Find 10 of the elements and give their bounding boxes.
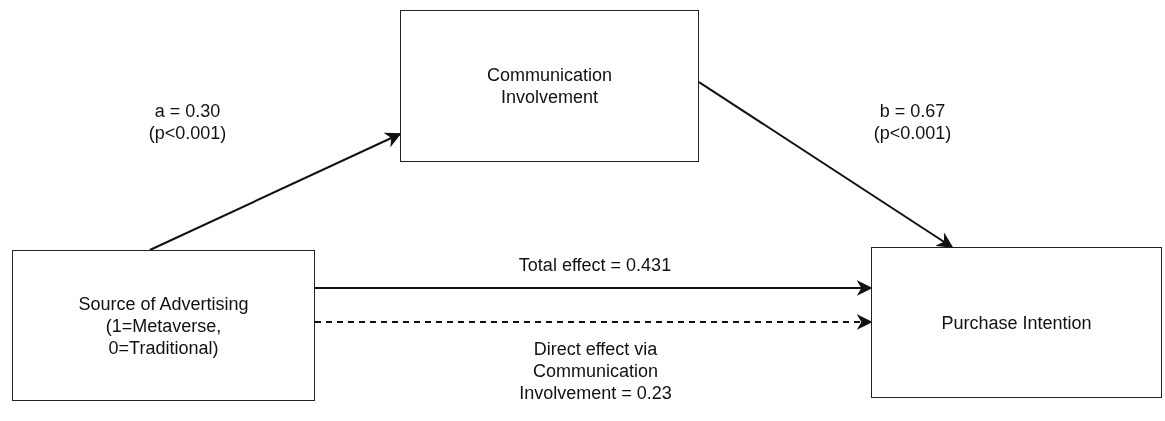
variable-name: Purchase Intention <box>940 311 1093 334</box>
arrow <box>698 81 954 248</box>
variable-name: Source of Advertising (1=Metaverse, 0=Traditional) <box>77 292 250 359</box>
dashed-arrow <box>314 314 873 331</box>
variable-name: Communication Involvement <box>485 64 614 108</box>
variable-box <box>12 250 315 401</box>
arrow <box>148 132 402 251</box>
variable-box <box>400 10 699 162</box>
variable-box <box>871 247 1162 398</box>
arrow <box>314 280 873 297</box>
